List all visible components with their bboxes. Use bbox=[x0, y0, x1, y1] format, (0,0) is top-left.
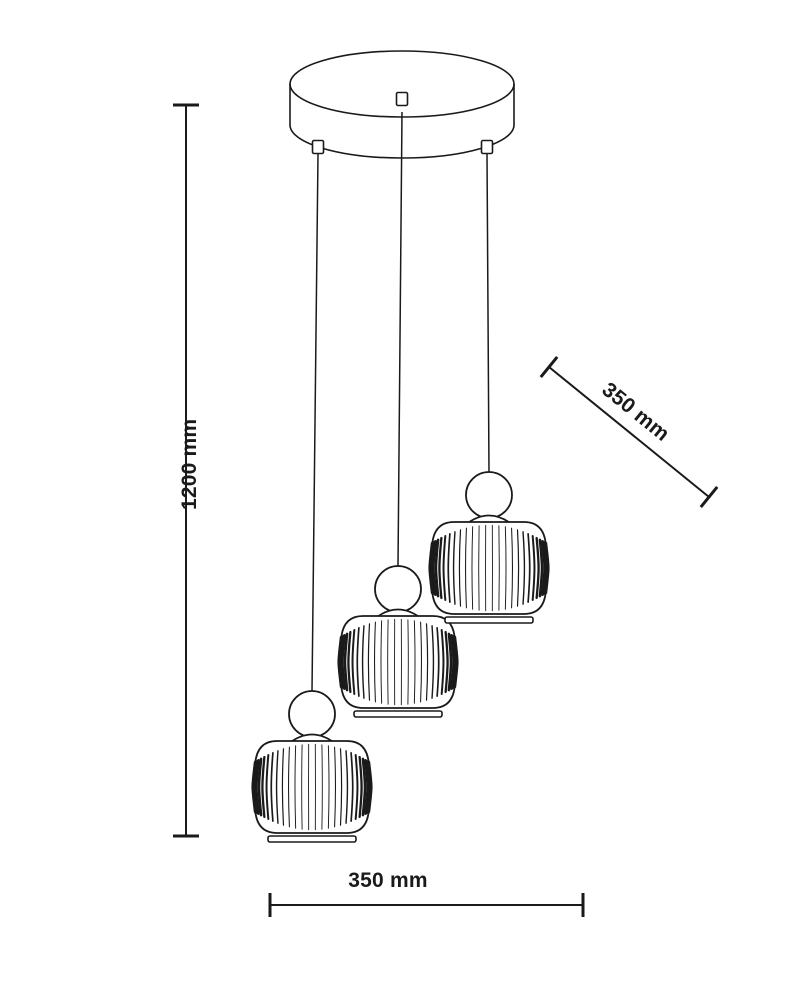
dimension-tick-depth-end bbox=[699, 485, 719, 509]
shade-rib bbox=[444, 630, 449, 694]
pendant-middle bbox=[337, 111, 459, 718]
pendant-front-left bbox=[251, 153, 373, 843]
shade-rib bbox=[450, 634, 456, 690]
cable-grips-group bbox=[311, 91, 494, 155]
shade-rib bbox=[345, 750, 349, 824]
shade-rib bbox=[252, 760, 259, 814]
dimension-lines-group bbox=[173, 103, 719, 917]
shade-rib bbox=[431, 625, 435, 699]
shade-rib bbox=[543, 541, 550, 595]
shade-rib bbox=[429, 541, 436, 595]
shade-rib bbox=[464, 527, 467, 609]
suspension-cable bbox=[397, 111, 403, 567]
shade-rib bbox=[327, 745, 330, 829]
shade-rib bbox=[442, 535, 447, 601]
shade-rib bbox=[287, 746, 290, 828]
shade-rib bbox=[367, 623, 371, 701]
shade-rib bbox=[413, 620, 416, 704]
pendant-lights-group bbox=[251, 111, 550, 843]
shade-rib bbox=[434, 538, 440, 598]
cable-grip-center bbox=[395, 91, 409, 107]
shade-rib bbox=[356, 627, 360, 697]
cable-grip-right bbox=[480, 139, 494, 155]
dimension-label-width: 350 mm bbox=[348, 869, 428, 892]
shade-rib bbox=[535, 536, 540, 600]
dimension-tick-depth-start bbox=[539, 355, 559, 379]
dimension-label-height: 1200 mm bbox=[178, 418, 201, 510]
shade-rib bbox=[257, 757, 263, 817]
shade-rib bbox=[340, 634, 346, 690]
shade-rib bbox=[338, 635, 345, 689]
shade-rib bbox=[440, 629, 445, 695]
pendant-back-right bbox=[428, 153, 550, 624]
shade-rib bbox=[425, 623, 429, 701]
shade-rib bbox=[334, 746, 337, 828]
cable-grip-left bbox=[311, 139, 325, 155]
shade-rib bbox=[270, 752, 274, 822]
shade-rib bbox=[351, 629, 356, 695]
shade-rib bbox=[458, 529, 462, 607]
shade-rib bbox=[527, 533, 531, 603]
shade-rib bbox=[358, 755, 363, 819]
shade-rib bbox=[347, 630, 352, 694]
shade-rib bbox=[436, 627, 440, 697]
bulb-ring bbox=[374, 565, 422, 613]
shade-rib bbox=[447, 533, 451, 603]
shade-rib bbox=[504, 526, 507, 610]
shade-rib bbox=[373, 621, 376, 703]
shade-rib bbox=[531, 535, 536, 601]
suspension-cable bbox=[311, 153, 319, 692]
shade-rib bbox=[541, 540, 547, 596]
shade-rib bbox=[380, 620, 383, 704]
shade-rib bbox=[447, 632, 453, 692]
shade-rib bbox=[452, 531, 456, 605]
shade-rib bbox=[516, 529, 520, 607]
shade-base-plate bbox=[444, 616, 534, 624]
bulb-ring bbox=[288, 690, 336, 738]
dimension-line-depth bbox=[548, 366, 710, 498]
shade-rib bbox=[420, 621, 423, 703]
shade-rib bbox=[361, 757, 367, 817]
shade-rib bbox=[471, 526, 474, 610]
canopy-top-face bbox=[289, 50, 515, 118]
shade-rib bbox=[364, 759, 370, 815]
shade-rib bbox=[361, 625, 365, 699]
bulb-ring bbox=[465, 471, 513, 519]
shade-rib bbox=[281, 748, 285, 826]
shade-rib bbox=[511, 527, 514, 609]
shade-rib bbox=[254, 759, 260, 815]
shade-rib bbox=[366, 760, 373, 814]
shade-rib bbox=[431, 540, 437, 596]
shade-rib bbox=[275, 750, 279, 824]
shade-base-plate bbox=[267, 835, 357, 843]
shade-rib bbox=[452, 635, 459, 689]
shade-rib bbox=[438, 536, 443, 600]
shade-rib bbox=[538, 538, 544, 598]
shade-rib bbox=[343, 632, 349, 692]
shade-rib bbox=[522, 531, 526, 605]
shade-rib bbox=[339, 748, 343, 826]
shade-rib bbox=[354, 754, 359, 820]
shade-rib bbox=[350, 752, 354, 822]
shade-base-plate bbox=[353, 710, 443, 718]
suspension-cable bbox=[486, 153, 490, 473]
shade-rib bbox=[265, 754, 270, 820]
shade-rib bbox=[294, 745, 297, 829]
shade-rib bbox=[261, 755, 266, 819]
